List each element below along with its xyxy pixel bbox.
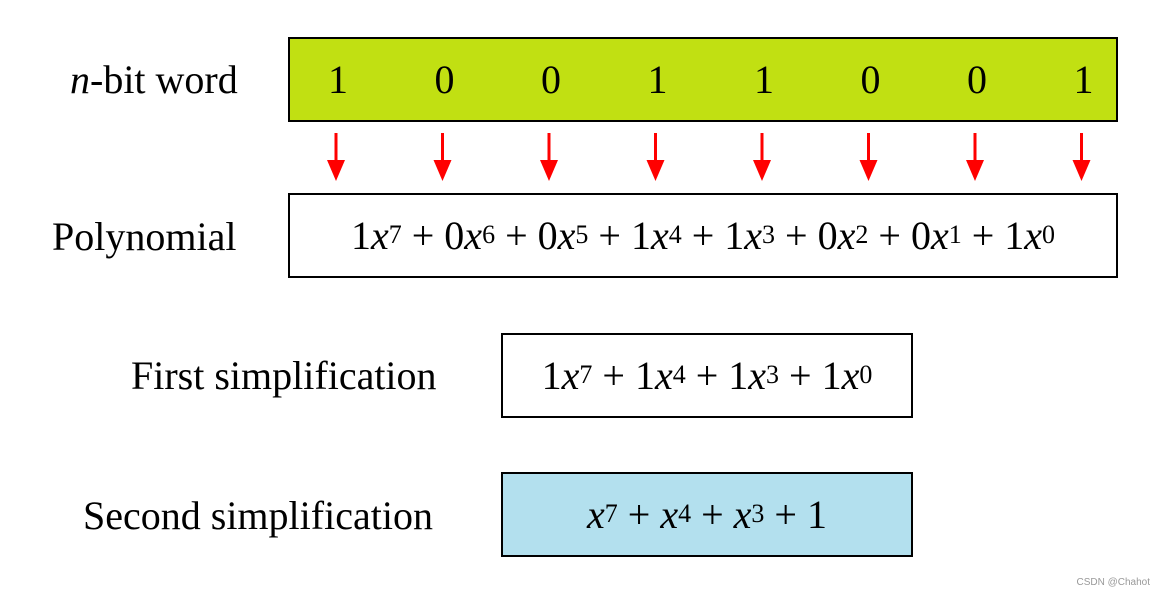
- plus-operator: +: [691, 212, 715, 258]
- term-variable: x: [370, 212, 389, 258]
- term-coefficient: 1: [1004, 212, 1025, 258]
- term-exponent: 7: [388, 219, 402, 249]
- arrow-down-icon: [540, 133, 558, 181]
- first-simplification-label: First simplification: [131, 353, 437, 398]
- term-variable: x: [650, 212, 669, 258]
- term-variable: x: [748, 352, 767, 398]
- term-exponent: 4: [668, 219, 682, 249]
- term-exponent: 4: [672, 359, 686, 389]
- term-coefficient: 1: [821, 352, 842, 398]
- plus-operator: +: [627, 491, 651, 537]
- plus-operator: +: [701, 491, 724, 537]
- arrow-down-icon: [1072, 133, 1091, 181]
- term-coefficient: 0: [910, 212, 931, 258]
- polynomial-term: 1: [806, 491, 827, 537]
- plus-operator: +: [411, 212, 435, 258]
- bit-2: 0: [541, 56, 561, 102]
- term-variable: x: [930, 212, 949, 258]
- term-coefficient: 0: [444, 212, 465, 258]
- term-coefficient: 1: [541, 352, 562, 398]
- term-coefficient: 1: [728, 352, 749, 398]
- term-exponent: 5: [575, 219, 589, 249]
- term-variable: x: [557, 212, 576, 258]
- term-variable: x: [587, 491, 605, 537]
- term-variable: x: [561, 352, 580, 398]
- bit-4: 1: [754, 56, 774, 102]
- term-variable: x: [464, 212, 483, 258]
- bit-0: 1: [328, 56, 348, 102]
- arrow-down-icon: [646, 133, 665, 181]
- plus-operator: +: [695, 352, 719, 398]
- term-exponent: 3: [751, 498, 765, 528]
- term-exponent: 2: [855, 219, 869, 249]
- bit-3: 1: [647, 56, 668, 102]
- arrow-down-icon: [327, 133, 345, 181]
- term-exponent: 3: [762, 219, 776, 249]
- term-variable: x: [660, 491, 679, 537]
- term-coefficient: 1: [630, 212, 651, 258]
- term-exponent: 7: [579, 359, 593, 389]
- term-exponent: 4: [678, 498, 692, 528]
- term-coefficient: 0: [537, 212, 558, 258]
- bit-word-box: 1 0 0 1 1 0 0 1: [288, 37, 1118, 122]
- term-exponent: 0: [859, 359, 873, 389]
- second-simplification-label: Second simplification: [83, 493, 433, 538]
- plus-operator: +: [971, 212, 995, 258]
- term-variable: x: [733, 491, 752, 537]
- bit-1: 0: [434, 56, 455, 102]
- term-exponent: 1: [948, 219, 962, 249]
- term-variable: x: [837, 212, 856, 258]
- term-exponent: 0: [1042, 219, 1056, 249]
- arrow-down-icon: [433, 133, 452, 181]
- arrow-down-icon: [859, 133, 878, 181]
- polynomial-label: Polynomial: [52, 214, 237, 259]
- term-coefficient: 0: [817, 212, 838, 258]
- plus-operator: +: [785, 212, 808, 258]
- plus-operator: +: [598, 212, 621, 258]
- bit-7: 1: [1073, 56, 1094, 102]
- plus-operator: +: [774, 491, 797, 537]
- arrow-down-icon: [753, 133, 771, 181]
- bit-6: 0: [967, 56, 987, 102]
- term-coefficient: 1: [350, 212, 371, 258]
- term-coefficient: 1: [806, 491, 827, 537]
- term-exponent: 3: [766, 359, 780, 389]
- plus-operator: +: [789, 352, 812, 398]
- bit-word-label-rest: -bit word: [90, 57, 238, 102]
- term-exponent: 7: [604, 498, 618, 528]
- term-variable: x: [744, 212, 763, 258]
- term-exponent: 6: [482, 219, 496, 249]
- term-variable: x: [654, 352, 673, 398]
- term-coefficient: 1: [634, 352, 655, 398]
- bit-5: 0: [860, 56, 881, 102]
- arrow-down-icon: [966, 133, 984, 181]
- term-variable: x: [841, 352, 860, 398]
- bit-word-label: n-bit word: [70, 60, 238, 100]
- plus-operator: +: [505, 212, 528, 258]
- term-variable: x: [1024, 212, 1043, 258]
- bit-word-label-n: n: [70, 57, 90, 102]
- watermark: CSDN @Chahot: [1076, 577, 1150, 588]
- plus-operator: +: [602, 352, 625, 398]
- plus-operator: +: [878, 212, 901, 258]
- term-coefficient: 1: [724, 212, 745, 258]
